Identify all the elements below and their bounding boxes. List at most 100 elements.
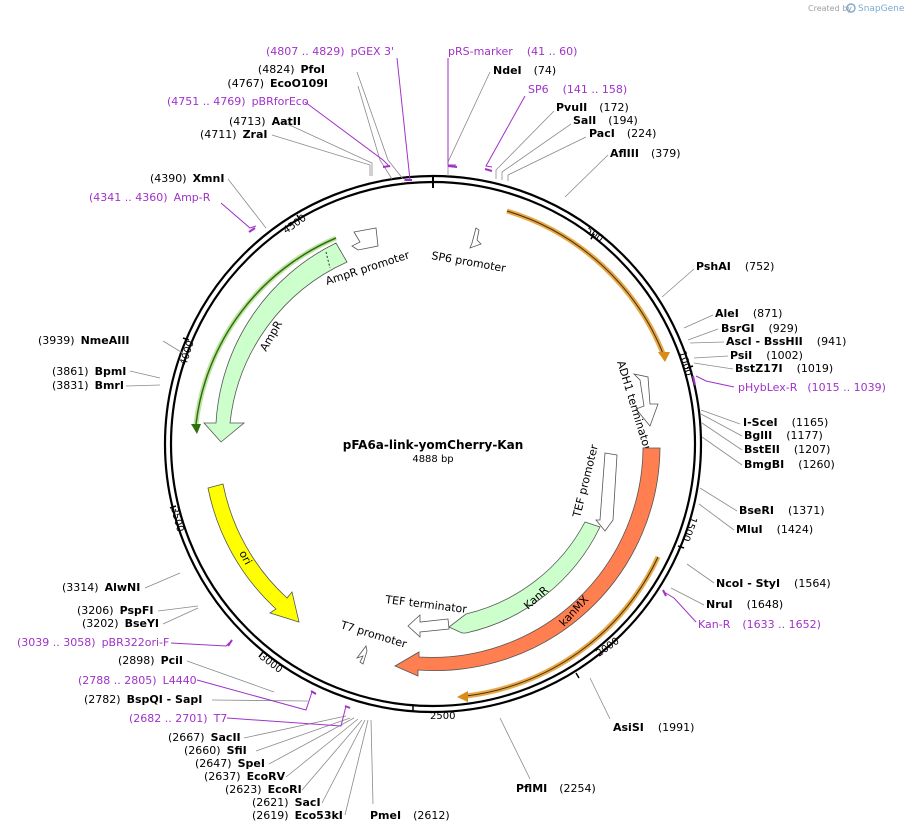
site-sali: SalI(194) [573,114,638,127]
site-ecoo109i-name: EcoO109I [270,77,328,90]
leader-saci [321,719,366,804]
feature-sp6-promoter-label: SP6 promoter [430,249,507,275]
tick-label-500: 500 [583,225,605,245]
tick-marks: 500 1000 1500 2000 2500 3000 3500 4000 4… [168,213,698,722]
site-mlui: MluI(1424) [736,523,813,536]
tick-label-1500: 1500 [679,515,698,543]
site-ndei: NdeI(74) [493,64,556,77]
site-bspqi-sapi: (2782)BspQI - SapI [84,693,202,706]
leader-pfoi [356,71,404,180]
feature-tef-promoter-label: TEF promoter [570,443,601,520]
primer-pbr322ori-f: (3039 .. 3058)pBR322ori-F [17,636,169,649]
site-spei: (2647)SpeI [195,757,265,770]
feature-tef-terminator [407,614,450,638]
leader-i-scei [700,409,741,425]
site-bsteii: BstEII(1207) [744,443,830,456]
center-title: pFA6a-link-yomCherry-Kan 4888 bp [343,438,524,465]
site-alwni: (3314)AlwNI [62,581,140,594]
site-ecoo109i: (4767) [227,77,264,90]
credit-created-by: Created by [808,4,852,13]
tick-4000 [182,337,190,341]
site-bmri: (3831)BmrI [52,379,124,392]
tick-label-4000: 4000 [178,339,196,367]
tick-label-3500: 3500 [168,506,185,533]
leader-eco53ki [344,719,369,816]
leader-zrai [271,134,371,176]
site-bseyi: (3202)BseYI [82,617,159,630]
primer-prs-marker: pRS-marker(41 .. 60) [448,45,577,58]
tick-3500 [169,505,177,509]
feature-tef-terminator-label: TEF terminator [384,593,468,616]
feature-ori-label: ori [236,548,254,567]
feature-track-orange-bottom-core [465,556,659,697]
leader-nmeaiii [162,340,187,356]
primer-leader-amp-r [220,202,257,229]
leader-afliii [564,154,609,198]
feature-tef-promoter [595,452,618,532]
feature-track-green-arrow [191,424,201,434]
site-psii: PsiI(1002) [730,349,803,362]
site-bstz17i: BstZ17I(1019) [735,362,833,375]
leader-pflmi [499,717,531,780]
backbone [163,174,703,714]
primer-marker-phyblex-r [692,375,696,386]
site-nrui: NruI(1648) [706,598,783,611]
site-pspfi: (3206)PspFI [77,604,153,617]
leader-pmei [370,719,374,805]
feature-ampr-promoter [351,227,379,251]
site-pshai: PshAI(752) [696,260,774,273]
credit-brand: SnapGene [858,4,905,14]
site-afliii: AflIII(379) [610,147,681,160]
snapgene-logo-icon [846,3,856,13]
site-alei: AleI(871) [715,307,782,320]
leader-bseyi [162,607,199,625]
leader-pspfi [157,605,199,612]
leader-alei [683,314,714,329]
leader-ecorv [285,718,359,778]
leader-xmni [227,178,267,229]
primer-leader-l4440 [196,679,313,711]
tick-2000 [575,672,580,679]
primer-leader-pgex3 [396,57,411,181]
site-eco53ki: (2619)Eco53kI [252,809,343,822]
site-bmgbi: BmgBI(1260) [744,458,835,471]
primer-marker-kan-r [662,589,667,597]
leader-bstz17i [693,362,734,370]
leader-paci [507,136,587,181]
primer-marker-prs-marker [447,165,458,168]
leader-sali [501,123,572,180]
tick-label-1000: 1000 [676,350,694,377]
site-ecori: (2623)EcoRI [225,783,302,796]
site-pfoi: (4824)PfoI [258,63,325,76]
feature-adh1-terminator [632,373,659,427]
leader-bglii [700,413,743,437]
leader-bsrgi [687,328,719,341]
primer-markers [227,165,696,709]
leader-bpmi [129,370,161,379]
primer-phyblex-r: pHybLex-R(1015 .. 1039) [738,381,886,394]
leader-bseri [699,487,738,512]
primer-kan-r: Kan-R(1633 .. 1652) [698,618,821,631]
site-xmni: (4390)XmnI [150,172,224,185]
site-bsrgi: BsrGI(929) [721,322,798,335]
leader-pshai [661,268,695,298]
plasmid-length: 4888 bp [412,454,453,465]
feature-ori [207,483,300,623]
primer-leader-prs-marker [447,58,456,166]
site-pmei: PmeI(2612) [370,809,450,822]
site-pflmi: PflMI(2254) [516,782,596,795]
site-asisi: AsiSI(1991) [613,721,694,734]
primer-marker-l4440 [310,690,317,695]
leader-pvuii [495,110,555,179]
feature-track-orange-top-arrow [658,352,670,362]
site-ncoi-styi: NcoI - StyI(1564) [716,577,831,590]
feature-sp6-promoter [469,227,482,249]
leader-asisi [589,677,611,720]
leader-ecoo109i [357,85,393,180]
primer-marker-amp-r [248,227,256,233]
site-pcii: (2898)PciI [118,654,183,667]
leader-bsteii [701,422,743,451]
tick-500 [590,233,595,240]
site-pvuii: PvuII(172) [556,101,629,114]
